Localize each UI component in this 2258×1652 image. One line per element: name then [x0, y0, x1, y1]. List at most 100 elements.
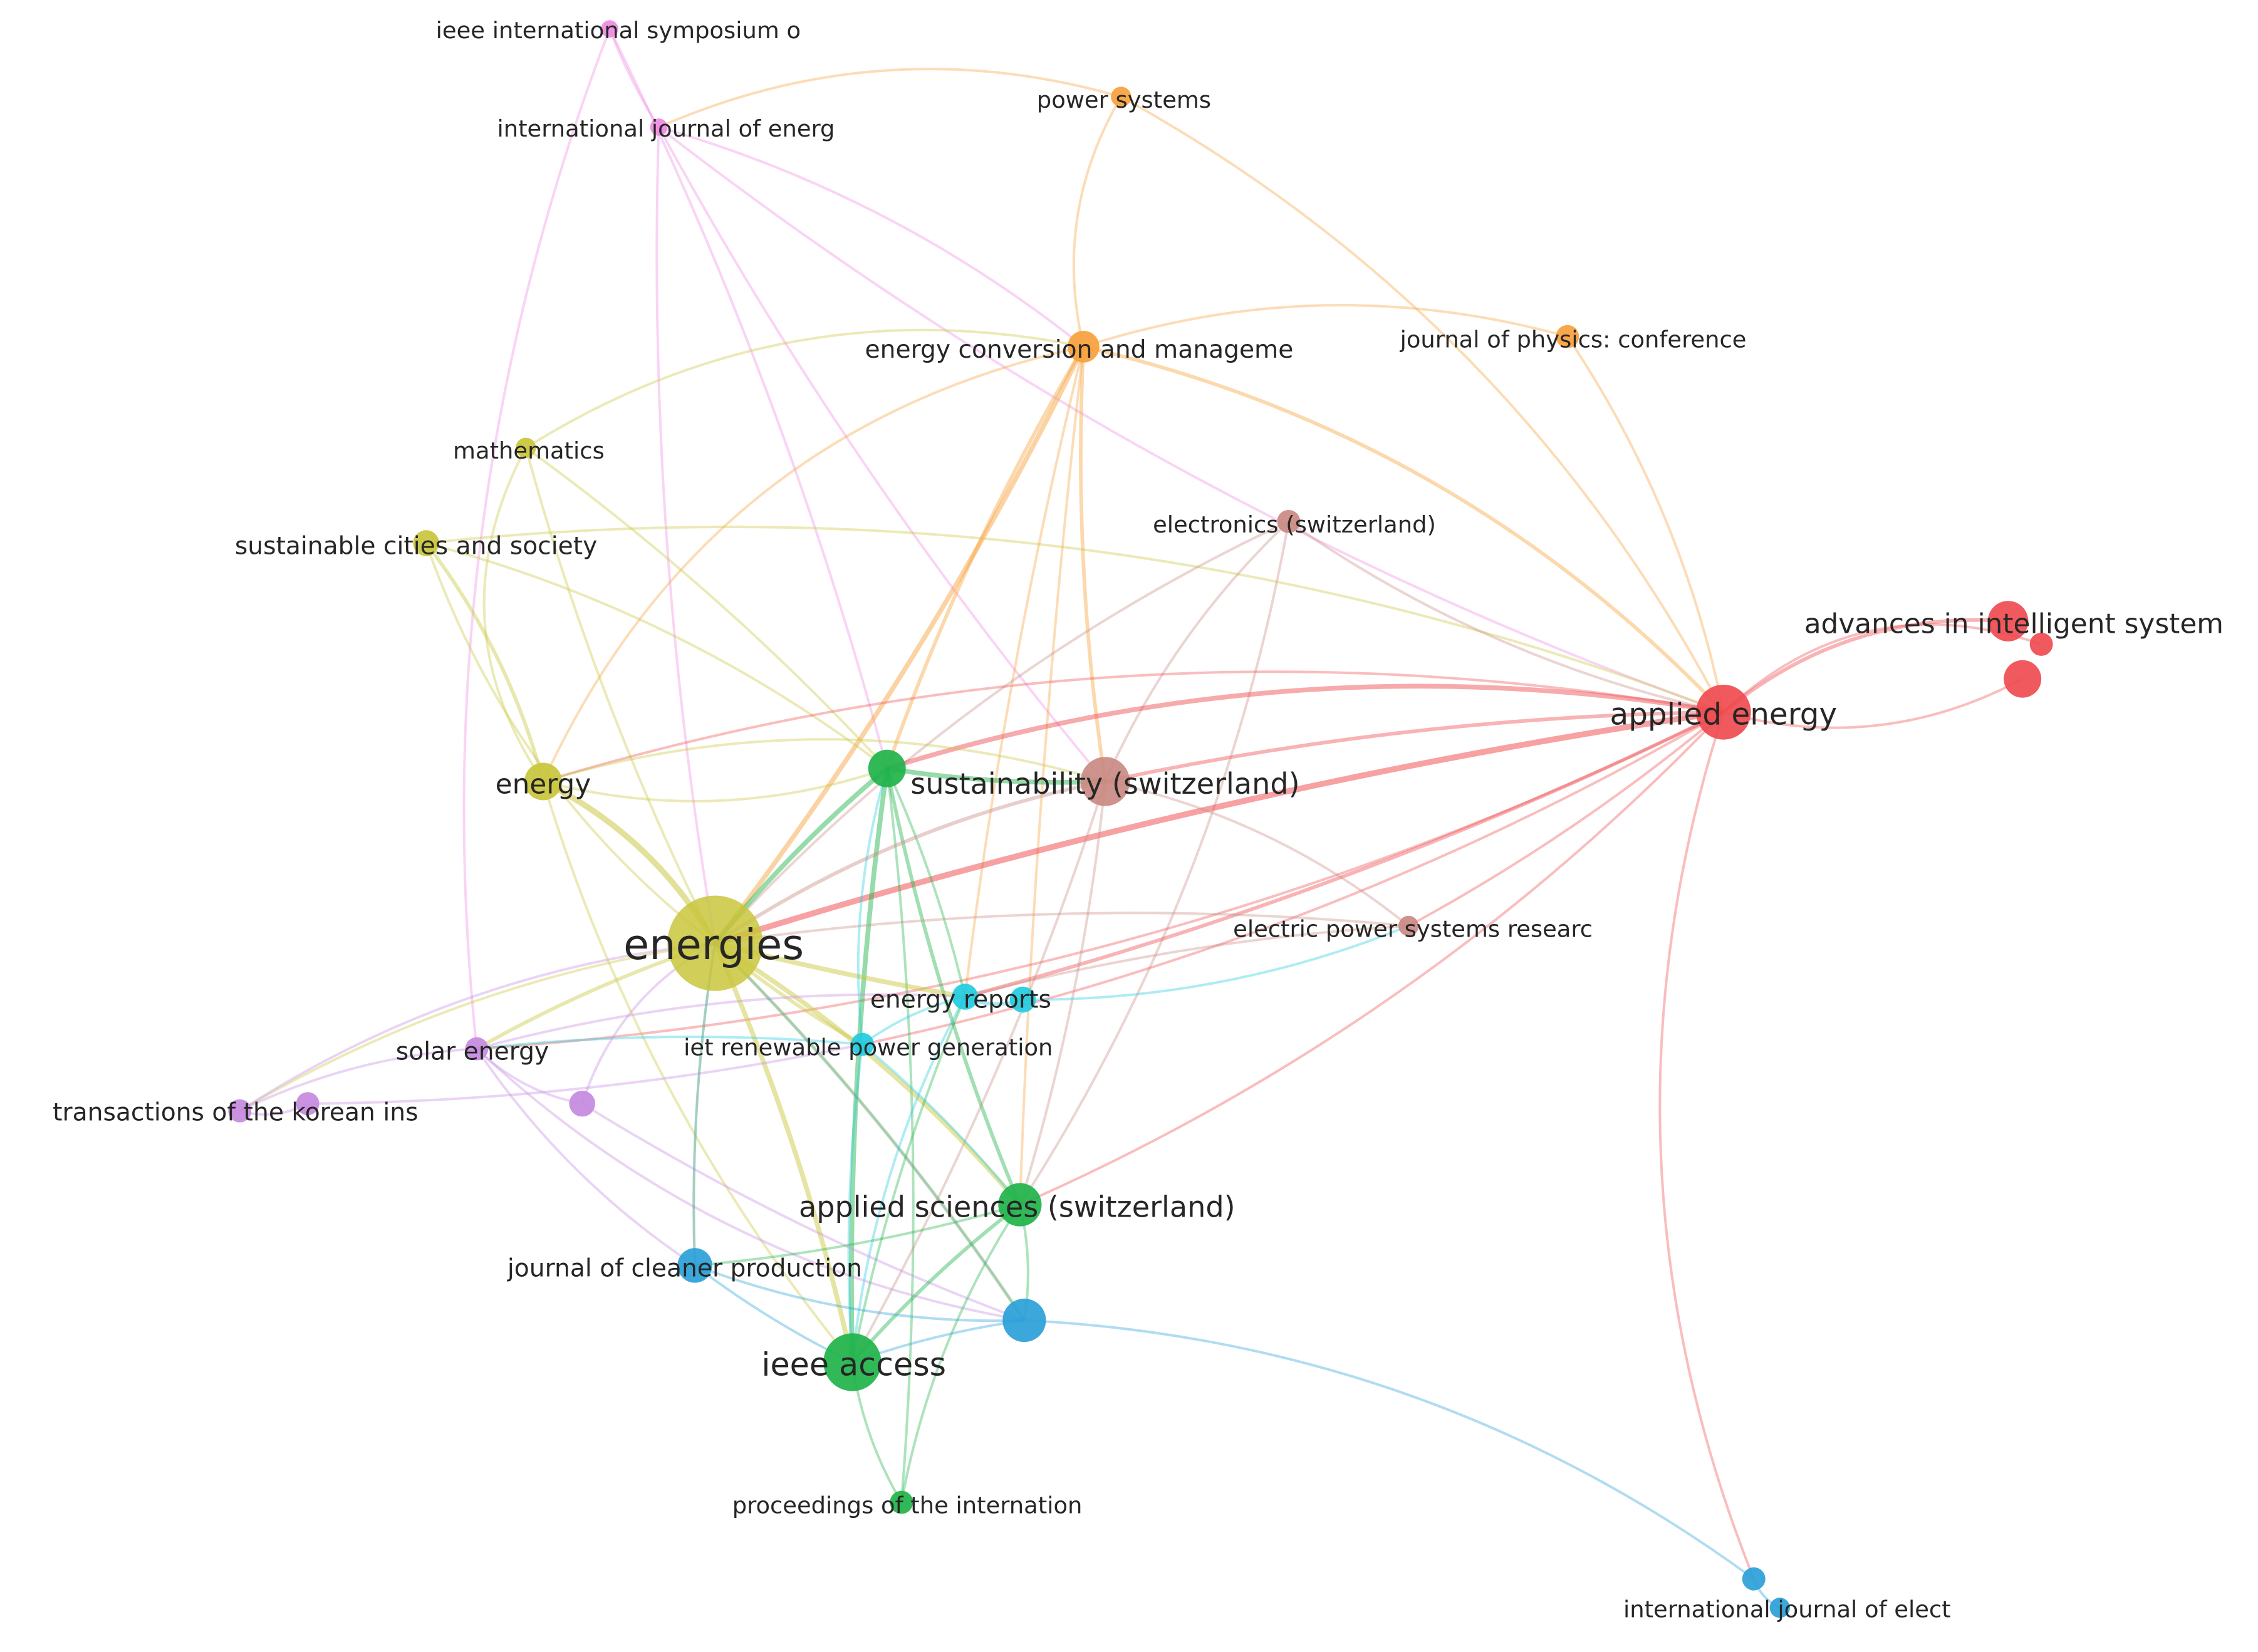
- edge-solar-energy-to-transactions-of-the-korean-ins: [239, 1047, 477, 1112]
- node-red-small-1[interactable]: [2029, 632, 2053, 656]
- edge-iet-renewable-power-generation-to-applied-sciences-switzerland: [861, 1043, 1021, 1206]
- edge-solar-energy-to-blue-hub: [476, 1047, 1025, 1322]
- edge-transactions-of-the-korean-ins-to-energies: [239, 942, 715, 1112]
- node-international-journal-of-energ[interactable]: [650, 118, 668, 136]
- edge-energy-conversion-and-management-to-applied-energy: [1083, 345, 1725, 714]
- edge-mathematics-to-energy-conversion-and-management: [525, 328, 1084, 449]
- edge-energy-conversion-and-management-to-green-hub: [885, 345, 1085, 769]
- edge-applied-energy-to-iet-renewable-power-generation: [862, 711, 1724, 1046]
- edge-international-journal-of-energ-to-sustainability-switzerland: [657, 126, 1106, 782]
- node-green-hub[interactable]: [868, 749, 906, 787]
- node-label-journal-of-physics-conference: journal of physics: conference: [1400, 326, 1747, 353]
- node-red-small-2[interactable]: [2004, 660, 2042, 698]
- edge-electric-power-systems-research-to-energy-reports: [964, 925, 1409, 998]
- node-ieee-international-symposium[interactable]: [601, 20, 618, 38]
- edge-energy-conversion-and-management-to-energy-reports: [964, 346, 1085, 997]
- node-label-international-journal-of-elect: international journal of elect: [1623, 1596, 1951, 1623]
- node-cyan-2[interactable]: [1009, 986, 1036, 1013]
- edge-applied-energy-to-energy: [543, 670, 1724, 783]
- node-solar-energy[interactable]: [465, 1037, 489, 1061]
- edge-journal-of-physics-conference-to-energy-conversion-and-management: [1083, 304, 1568, 348]
- edge-electronics-switzerland-to-applied-sciences-switzerland: [1019, 521, 1290, 1206]
- edge-green-hub-to-proceedings-of-the-internation: [885, 768, 915, 1503]
- edge-international-journal-of-energ-to-energy-conversion-and-management: [658, 125, 1085, 348]
- edge-sustainable-cities-and-society-to-energy: [424, 542, 545, 782]
- edge-blue-hub-to-international-journal-of-elect: [1024, 1319, 1755, 1580]
- edge-energy-conversion-and-management-to-sustainability-switzerland: [1079, 346, 1107, 782]
- edge-solar-energy-to-energy-reports: [476, 993, 965, 1050]
- node-sustainable-cities-and-society[interactable]: [413, 530, 439, 556]
- edge-energy-conversion-and-management-to-energies: [713, 345, 1086, 945]
- edge-mathematics-to-energy: [482, 447, 544, 782]
- edge-sustainability-switzerland-to-applied-sciences-switzerland: [1018, 781, 1106, 1205]
- node-label-journal-of-cleaner-production: journal of cleaner production: [507, 1254, 862, 1282]
- node-energy-reports[interactable]: [952, 984, 979, 1010]
- edge-cyan-2-to-electric-power-systems-research: [1022, 925, 1409, 1001]
- node-purple-small-2[interactable]: [569, 1090, 595, 1117]
- edge-green-hub-to-energy-reports: [885, 767, 967, 997]
- edge-applied-energy-to-sustainability-switzerland: [1105, 710, 1724, 784]
- node-ieee-access[interactable]: [823, 1333, 882, 1391]
- edge-green-hub-to-sustainability-switzerland: [887, 766, 1106, 785]
- node-purple-small-1[interactable]: [296, 1092, 320, 1116]
- node-applied-sciences-switzerland[interactable]: [998, 1183, 1042, 1227]
- edge-power-systems-to-energy-conversion-and-management: [1072, 96, 1123, 347]
- node-electronics-switzerland[interactable]: [1277, 509, 1301, 533]
- node-label-international-journal-of-energ: international journal of energ: [497, 115, 835, 142]
- node-label-proceedings-of-the-internation: proceedings of the internation: [732, 1492, 1083, 1519]
- node-proceedings-of-the-internation[interactable]: [890, 1490, 913, 1514]
- node-label-iet-renewable-power-generation: iet renewable power generation: [684, 1034, 1053, 1061]
- node-energies[interactable]: [667, 895, 763, 991]
- edge-iet-renewable-power-generation-to-ieee-access: [847, 1044, 864, 1363]
- node-sustainability-switzerland[interactable]: [1080, 757, 1130, 806]
- node-advances-in-intelligent-system[interactable]: [1987, 601, 2029, 642]
- edge-applied-sciences-switzerland-to-journal-of-cleaner-production: [694, 1203, 1021, 1267]
- node-label-energy-conversion-and-management: energy conversion and manageme: [865, 336, 1294, 364]
- edge-sustainability-switzerland-to-ieee-access: [851, 781, 1106, 1363]
- edge-electronics-switzerland-to-applied-energy: [1288, 520, 1724, 714]
- node-journal-of-physics-conference[interactable]: [1556, 325, 1579, 348]
- edge-electric-power-systems-research-to-energies: [715, 912, 1409, 945]
- node-label-electronics-switzerland: electronics (switzerland): [1153, 511, 1436, 538]
- node-energy[interactable]: [524, 762, 562, 801]
- node-electric-power-systems-research[interactable]: [1398, 915, 1419, 937]
- edge-solar-energy-to-purple-small-2: [476, 1047, 583, 1105]
- node-blue-hub[interactable]: [1002, 1298, 1046, 1343]
- edge-applied-energy-to-energy-reports: [964, 710, 1725, 999]
- edge-solar-energy-to-journal-of-cleaner-production: [476, 1047, 696, 1267]
- edge-applied-energy-to-red-small-2: [1723, 677, 2024, 729]
- edge-energy-conversion-and-management-to-energy: [542, 345, 1084, 782]
- edge-green-hub-to-ieee-access: [849, 768, 890, 1363]
- edge-energy-to-ieee-access: [542, 781, 853, 1363]
- edge-energies-to-blue-hub: [714, 942, 1026, 1322]
- edge-applied-sciences-switzerland-to-proceedings-of-the-internation: [900, 1203, 1021, 1503]
- edge-applied-energy-to-energies: [714, 709, 1724, 947]
- edge-energy-reports-to-ieee-access: [851, 996, 967, 1363]
- edge-energy-reports-to-iet-renewable-power-generation: [861, 995, 965, 1046]
- node-label-ieee-access: ieee access: [761, 1346, 946, 1383]
- node-label-energy-reports: energy reports: [870, 985, 1051, 1014]
- node-label-power-systems: power systems: [1037, 86, 1211, 113]
- node-iet-renewable-power-generation[interactable]: [851, 1032, 875, 1056]
- node-transactions-of-the-korean-ins[interactable]: [228, 1099, 252, 1123]
- edge-sustainable-cities-and-society-to-green-hub: [425, 542, 888, 770]
- edge-journal-of-physics-conference-to-applied-energy: [1566, 336, 1725, 713]
- node-blue-small-2[interactable]: [1769, 1597, 1790, 1618]
- edge-applied-energy-to-applied-sciences-switzerland: [1019, 711, 1725, 1206]
- node-power-systems[interactable]: [1111, 86, 1132, 107]
- node-label-solar-energy: solar energy: [396, 1037, 549, 1066]
- node-international-journal-of-elect[interactable]: [1742, 1567, 1766, 1591]
- edge-green-hub-to-applied-sciences-switzerland: [885, 768, 1022, 1206]
- edge-energy-to-green-hub: [543, 767, 888, 803]
- edge-applied-energy-to-advances-in-intelligent-system: [1722, 618, 2009, 714]
- node-mathematics[interactable]: [516, 437, 536, 458]
- edge-energy-to-sustainability-switzerland: [543, 738, 1106, 783]
- node-journal-of-cleaner-production[interactable]: [677, 1248, 712, 1283]
- node-label-sustainable-cities-and-society: sustainable cities and society: [235, 532, 597, 560]
- node-label-energy: energy: [496, 768, 591, 800]
- node-energy-conversion-and-management[interactable]: [1068, 331, 1100, 363]
- edge-iet-renewable-power-generation-to-solar-energy: [476, 1035, 863, 1051]
- node-applied-energy[interactable]: [1696, 684, 1751, 740]
- edge-applied-energy-to-green-hub: [886, 683, 1724, 771]
- edge-sustainability-switzerland-to-electric-power-systems-research: [1105, 780, 1410, 927]
